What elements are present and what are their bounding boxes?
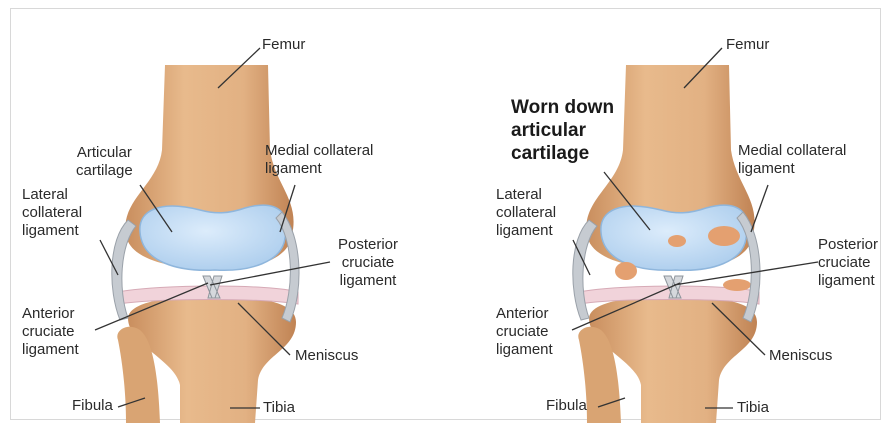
label-lateral-collateral-ligament-right: Lateral collateral ligament [496, 186, 556, 240]
label-femur-right: Femur [726, 36, 769, 54]
label-fibula-right: Fibula [546, 397, 587, 415]
label-fibula: Fibula [72, 397, 113, 415]
worn-patch [668, 235, 686, 247]
worn-patch [708, 226, 740, 246]
label-worn-down-articular-cartilage: Worn down articular cartilage [511, 96, 614, 165]
label-articular-cartilage: Articular cartilage [76, 144, 133, 180]
label-tibia-right: Tibia [737, 399, 769, 417]
label-posterior-cruciate-ligament-right: Posterior cruciate ligament [818, 236, 878, 290]
label-femur: Femur [262, 36, 305, 54]
label-posterior-cruciate-ligament: Posterior cruciate ligament [338, 236, 398, 290]
label-tibia: Tibia [263, 399, 295, 417]
label-medial-collateral-ligament-right: Medial collateral ligament [738, 142, 846, 178]
worn-patch [723, 279, 751, 291]
worn-patch [615, 262, 637, 280]
label-medial-collateral-ligament: Medial collateral ligament [265, 142, 373, 178]
label-anterior-cruciate-ligament-right: Anterior cruciate ligament [496, 305, 553, 359]
articular-cartilage [140, 205, 287, 270]
label-anterior-cruciate-ligament: Anterior cruciate ligament [22, 305, 79, 359]
label-meniscus-right: Meniscus [769, 347, 832, 365]
label-lateral-collateral-ligament: Lateral collateral ligament [22, 186, 82, 240]
label-meniscus: Meniscus [295, 347, 358, 365]
